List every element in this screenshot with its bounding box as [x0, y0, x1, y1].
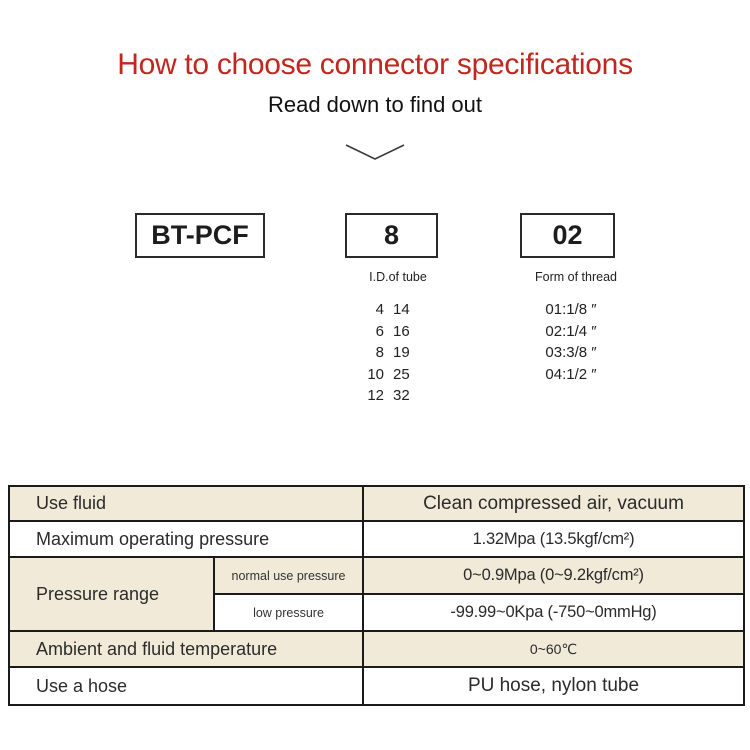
spec-label: Use a hose	[8, 666, 364, 706]
tube-size-code: 12	[367, 387, 384, 405]
spec-row-hose: Use a hose PU hose, nylon tube	[8, 666, 745, 706]
spec-label: Ambient and fluid temperature	[8, 630, 364, 668]
spec-row-use-fluid: Use fluid Clean compressed air, vacuum	[8, 485, 745, 522]
tube-size-row: 10 25	[356, 364, 423, 386]
tube-size-od: 16	[393, 322, 410, 340]
tube-size-od: 14	[393, 301, 410, 318]
tube-size-od: 19	[393, 344, 410, 362]
spec-value: PU hose, nylon tube	[362, 666, 745, 706]
thread-size-item: 03:3/8 ″	[545, 344, 597, 362]
spec-label: Use fluid	[8, 485, 364, 522]
tube-size-row: 12 32	[356, 385, 423, 407]
spec-value: 0~60℃	[362, 630, 745, 668]
spec-value: 0~0.9Mpa (0~9.2kgf/cm²)	[362, 556, 745, 595]
tube-size-code: 4	[375, 301, 384, 318]
tube-size-code: 8	[375, 344, 384, 362]
thread-size-list: 01:1/8 ″ 02:1/4 ″ 03:3/8 ″ 04:1/2 ″	[500, 299, 642, 385]
tube-size-code: 6	[375, 322, 384, 340]
page-title: How to choose connector specifications	[117, 48, 633, 81]
tube-code-box: 8	[345, 213, 438, 258]
spec-row-temperature: Ambient and fluid temperature 0~60℃	[8, 630, 745, 668]
tube-code-text: 8	[383, 220, 400, 250]
thread-form-label: Form of thread	[535, 270, 617, 284]
spec-row-low-pressure: low pressure -99.99~0Kpa (-750~0mmHg)	[9, 593, 745, 632]
page-subtitle: Read down to find out	[267, 92, 483, 117]
thread-size-item: 02:1/4 ″	[545, 322, 597, 340]
chevron-down-icon	[345, 144, 405, 160]
spec-label-pressure-range: Pressure range	[8, 556, 215, 632]
model-prefix-box: BT-PCF	[135, 213, 265, 258]
tube-size-od: 32	[393, 387, 410, 405]
thread-code-text: 02	[552, 220, 583, 250]
thread-size-item: 01:1/8 ″	[545, 301, 597, 318]
tube-size-od: 25	[393, 365, 410, 383]
spec-row-max-pressure: Maximum operating pressure 1.32Mpa (13.5…	[8, 520, 745, 558]
tube-id-label: I.D.of tube	[369, 270, 427, 284]
spec-table: Use fluid Clean compressed air, vacuum M…	[8, 485, 745, 706]
spec-sublabel: low pressure	[213, 593, 364, 632]
spec-row-normal-pressure: Pressure range normal use pressure 0~0.9…	[8, 556, 745, 632]
tube-size-row: 6 16	[356, 321, 423, 343]
spec-value: 1.32Mpa (13.5kgf/cm²)	[362, 520, 745, 558]
model-prefix-text: BT-PCF	[151, 220, 249, 250]
tube-size-row: 8 19	[356, 342, 423, 364]
tube-size-row: 4 14	[356, 299, 423, 321]
spec-value: Clean compressed air, vacuum	[362, 485, 745, 522]
spec-value: -99.99~0Kpa (-750~0mmHg)	[362, 593, 745, 632]
spec-label: Maximum operating pressure	[8, 520, 364, 558]
tube-size-code: 10	[367, 365, 384, 383]
thread-size-item: 04:1/2 ″	[545, 365, 597, 383]
spec-sublabel: normal use pressure	[213, 556, 364, 595]
tube-size-list: 4 14 6 16 8 19 10 25 12 32	[356, 299, 423, 407]
thread-code-box: 02	[520, 213, 615, 258]
